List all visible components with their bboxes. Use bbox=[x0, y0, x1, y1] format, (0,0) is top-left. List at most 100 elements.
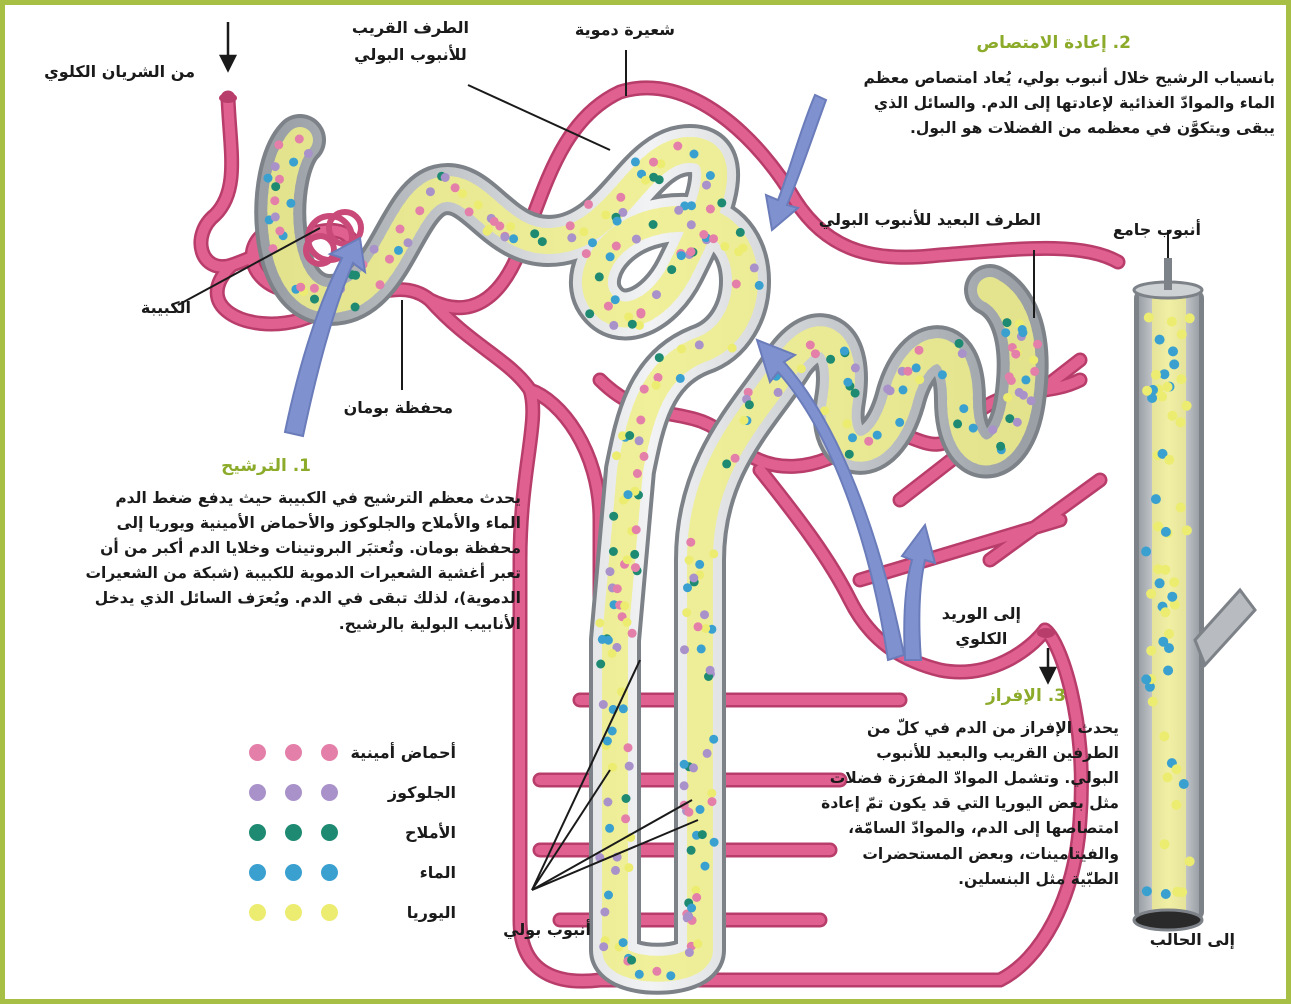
particle bbox=[903, 367, 912, 376]
reabsorption-line: الماء والموادّ الغذائية لإعادتها إلى الد… bbox=[765, 91, 1275, 116]
particle bbox=[706, 171, 715, 180]
particle bbox=[677, 344, 686, 353]
particle bbox=[684, 912, 693, 921]
particle bbox=[1003, 318, 1012, 327]
particle bbox=[706, 205, 715, 214]
particle bbox=[612, 242, 621, 251]
particle bbox=[625, 762, 634, 771]
particle bbox=[655, 175, 664, 184]
label-glomerulus: الكبيبة bbox=[141, 298, 191, 317]
particle bbox=[955, 339, 964, 348]
particle bbox=[451, 183, 460, 192]
particle bbox=[595, 272, 604, 281]
particle bbox=[1141, 674, 1151, 684]
particle bbox=[826, 355, 835, 364]
particle bbox=[1167, 317, 1177, 327]
particle bbox=[1013, 418, 1022, 427]
particle bbox=[1033, 340, 1042, 349]
label-renal-vein: إلى الوريد الكلوي bbox=[942, 604, 1021, 648]
particle bbox=[635, 970, 644, 979]
particle bbox=[351, 303, 360, 312]
reabsorption-line: يبقى ويتكوَّن في معظمه من الفضلات هو الب… bbox=[765, 116, 1275, 141]
particle bbox=[1176, 417, 1186, 427]
particle bbox=[627, 956, 636, 965]
particle bbox=[458, 189, 467, 198]
particle bbox=[851, 389, 860, 398]
particle bbox=[1003, 393, 1012, 402]
particle bbox=[988, 425, 997, 434]
particle bbox=[655, 353, 664, 362]
particle bbox=[582, 249, 591, 258]
secretion-line: الطبّية مثل البنسلين. bbox=[779, 867, 1119, 892]
particle bbox=[969, 424, 978, 433]
particle bbox=[708, 797, 717, 806]
particle bbox=[1141, 547, 1151, 557]
particle bbox=[631, 563, 640, 572]
particle bbox=[731, 454, 740, 463]
particle bbox=[848, 433, 857, 442]
particle bbox=[596, 660, 605, 669]
particle bbox=[915, 375, 924, 384]
particle bbox=[1172, 887, 1182, 897]
particle bbox=[709, 234, 718, 243]
particle bbox=[701, 862, 710, 871]
particle bbox=[674, 206, 683, 215]
legend-swatch bbox=[249, 904, 338, 921]
particle bbox=[687, 846, 696, 855]
particle bbox=[717, 198, 726, 207]
particle bbox=[611, 295, 620, 304]
legend: أحماض أمينية الجلوكوز الأملاح الماء اليو… bbox=[226, 732, 456, 932]
particle bbox=[685, 556, 694, 565]
particle bbox=[631, 157, 640, 166]
particle bbox=[608, 649, 617, 658]
particle bbox=[640, 385, 649, 394]
particle bbox=[750, 263, 759, 272]
particle bbox=[676, 374, 685, 383]
particle bbox=[840, 347, 849, 356]
particle bbox=[1142, 386, 1152, 396]
particle bbox=[271, 212, 280, 221]
particle bbox=[606, 567, 615, 576]
particle bbox=[959, 404, 968, 413]
particle bbox=[612, 451, 621, 460]
particle bbox=[720, 242, 729, 251]
particle bbox=[613, 584, 622, 593]
particle bbox=[682, 608, 691, 617]
particle bbox=[694, 622, 703, 631]
particle bbox=[1155, 578, 1165, 588]
filtration-text: يحدث معظم الترشيح في الكبيبة حيث يدفع ضغ… bbox=[1, 486, 521, 637]
particle bbox=[275, 227, 284, 236]
particle bbox=[635, 436, 644, 445]
particle bbox=[883, 385, 892, 394]
legend-swatch bbox=[249, 744, 338, 761]
particle bbox=[1021, 375, 1030, 384]
particle bbox=[958, 349, 967, 358]
particle bbox=[604, 302, 613, 311]
reabsorption-line: بانسياب الرشيح خلال أنبوب بولي، يُعاد ام… bbox=[765, 66, 1275, 91]
particle bbox=[1167, 592, 1177, 602]
particle bbox=[1159, 731, 1169, 741]
legend-row-salts: الأملاح bbox=[226, 812, 456, 852]
particle bbox=[271, 182, 280, 191]
particle bbox=[697, 644, 706, 653]
particle bbox=[677, 251, 686, 260]
particle bbox=[736, 228, 745, 237]
particle bbox=[620, 601, 629, 610]
particle bbox=[1167, 411, 1177, 421]
particle bbox=[370, 245, 379, 254]
particle bbox=[630, 550, 639, 559]
particle bbox=[484, 225, 493, 234]
particle bbox=[1144, 313, 1154, 323]
particle bbox=[1169, 359, 1179, 369]
particle bbox=[696, 805, 705, 814]
particle bbox=[632, 235, 641, 244]
particle bbox=[600, 908, 609, 917]
particle bbox=[632, 525, 641, 534]
particle bbox=[304, 149, 313, 158]
filtration-line: الأنابيب البولية بالرشيح. bbox=[1, 612, 521, 637]
particle bbox=[619, 704, 628, 713]
particle bbox=[732, 280, 741, 289]
particle bbox=[509, 234, 518, 243]
particle bbox=[1182, 401, 1192, 411]
particle bbox=[628, 320, 637, 329]
